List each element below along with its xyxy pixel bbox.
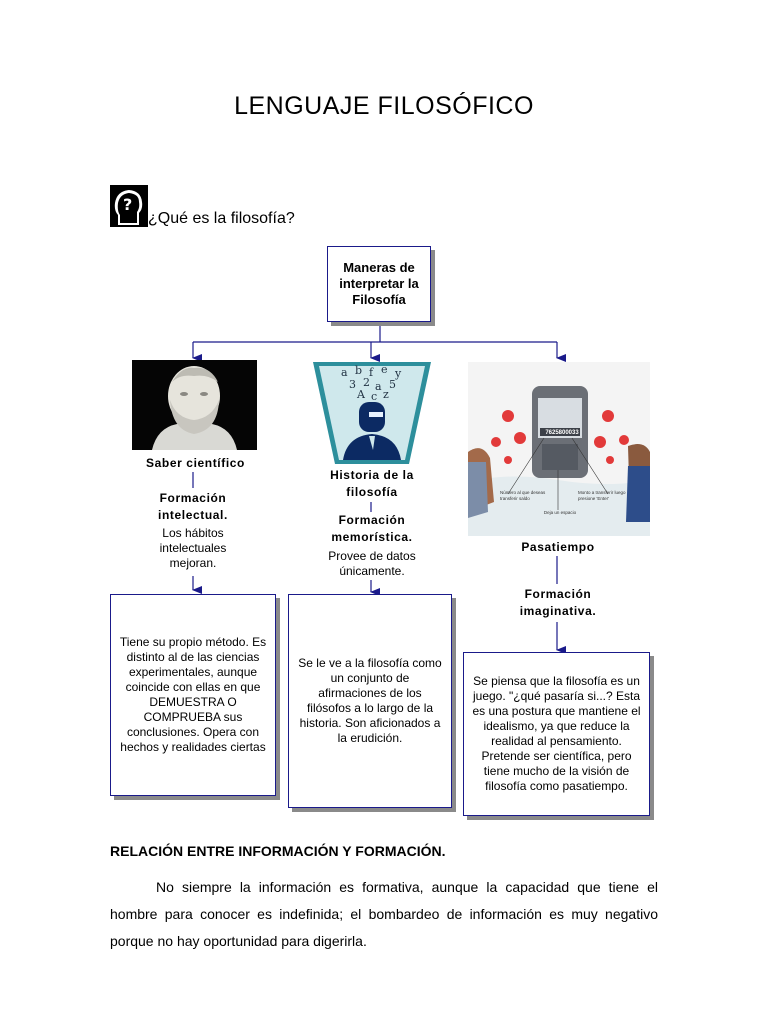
branch-label-saber: Saber científico	[146, 456, 245, 470]
body-paragraph-text: No siempre la información es formativa, …	[110, 879, 658, 949]
svg-text:f: f	[369, 366, 374, 379]
svg-text:a: a	[341, 366, 348, 379]
branch-label-historia: Historia de la filosofía	[330, 468, 414, 499]
question-head-icon: ?	[110, 185, 148, 227]
formation-intelectual: Formación intelectual.	[158, 491, 228, 522]
phone-transfer-image: 7625800033 Número al que deseas transfer…	[468, 362, 650, 536]
svg-text:c: c	[371, 390, 377, 403]
phone-bottom-note: Deja un espacio	[543, 510, 577, 515]
desc-intelectual: Los hábitos intelectuales mejoran.	[159, 526, 227, 570]
philosopher-bust-image	[132, 360, 257, 450]
svg-text:y: y	[394, 367, 402, 380]
section-heading: RELACIÓN ENTRE INFORMACIÓN Y FORMACIÓN.	[110, 843, 446, 859]
root-concept-box: Maneras de interpretar la Filosofía	[327, 246, 431, 322]
svg-text:5: 5	[389, 378, 396, 391]
body-paragraph: No siempre la información es formativa, …	[110, 874, 658, 955]
phone-left-note: Número al que deseas transferir saldo	[500, 490, 546, 501]
box-saber-cientifico: Tiene su propio método. Es distinto al d…	[110, 594, 276, 796]
phone-right-note: Monto a transferir luego presione 'Enter…	[578, 490, 626, 501]
phone-number: 7625800033	[545, 430, 579, 436]
svg-text:a: a	[375, 380, 382, 393]
svg-text:A: A	[356, 388, 366, 401]
formation-imaginativa: Formación imaginativa.	[519, 587, 597, 618]
box-pasatiempo: Se piensa que la filosofía es un juego. …	[463, 652, 650, 816]
page-title: LENGUAJE FILOSÓFICO	[234, 92, 534, 120]
question-heading: ¿Qué es la filosofía?	[148, 210, 295, 227]
branch-label-pasatiempo: Pasatiempo	[521, 540, 595, 554]
svg-text:e: e	[381, 363, 388, 376]
svg-text:3: 3	[349, 378, 356, 391]
svg-text:?: ?	[123, 195, 132, 214]
box-historia: Se le ve a la filosofía como un conjunto…	[288, 594, 452, 808]
svg-text:2: 2	[363, 376, 370, 389]
formation-memoristica: Formación memorística.	[331, 513, 413, 544]
svg-text:b: b	[355, 364, 362, 377]
desc-memoristica: Provee de datos únicamente.	[328, 549, 416, 578]
svg-text:z: z	[383, 388, 389, 401]
